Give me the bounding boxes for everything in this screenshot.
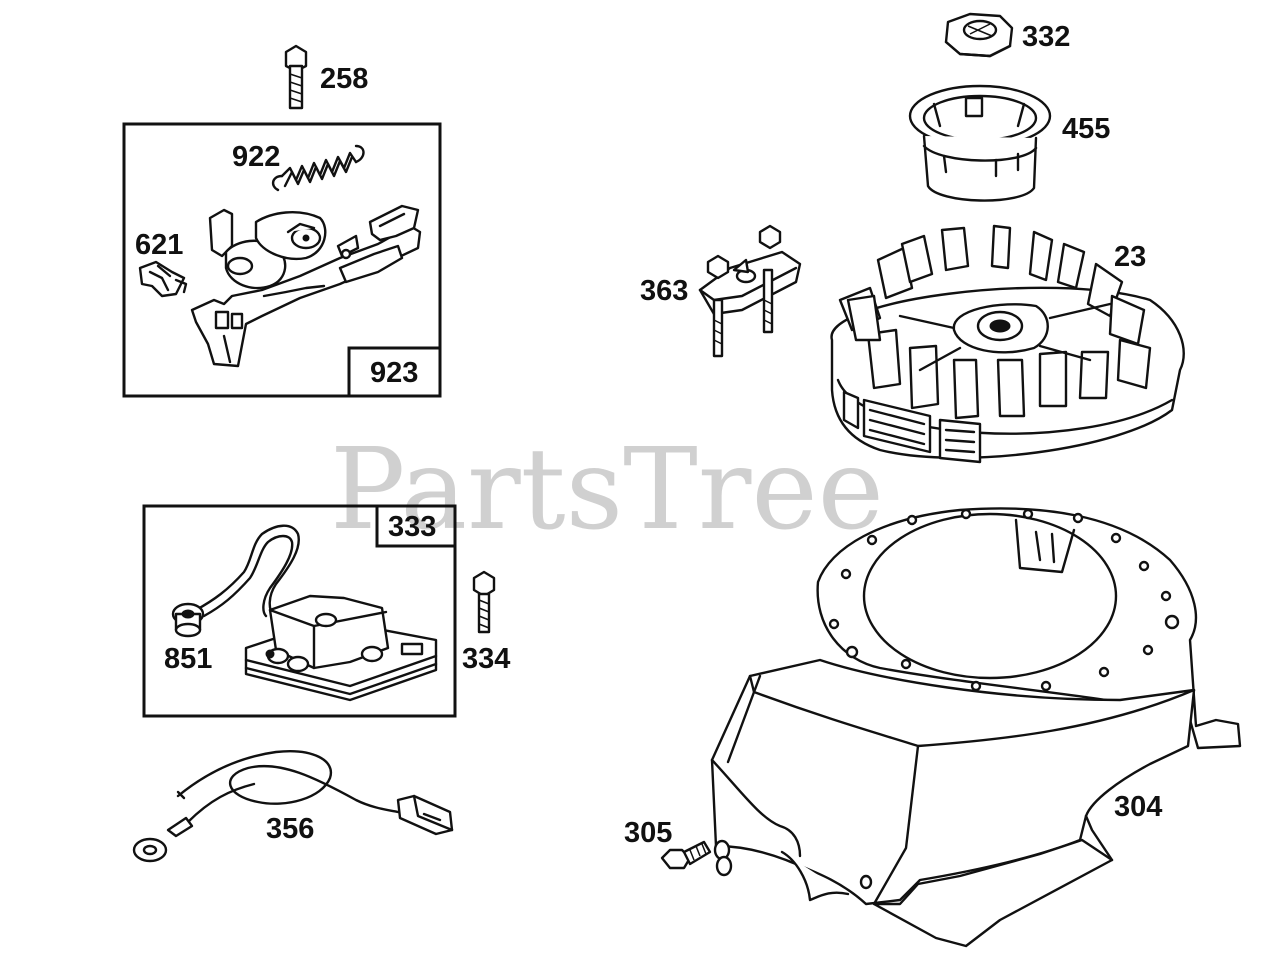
label-922: 922 [232,141,280,173]
label-304: 304 [1114,791,1162,823]
part-334-screw[interactable] [472,570,496,634]
label-356: 356 [266,813,314,845]
part-333-armature[interactable] [194,524,438,702]
flange-holes [828,508,1180,692]
part-923-bracket[interactable] [190,204,422,368]
part-23-flywheel[interactable] [830,224,1185,464]
part-258-bolt[interactable] [284,44,308,110]
label-363: 363 [640,275,688,307]
part-621-clip[interactable] [138,260,188,298]
part-305-bolt[interactable] [660,840,712,870]
part-363-bracket[interactable] [698,224,802,358]
part-455-cup[interactable] [908,84,1052,202]
part-922-spring[interactable] [271,144,365,192]
label-621: 621 [135,229,183,261]
label-923: 923 [370,357,418,389]
label-851: 851 [164,643,212,675]
part-851-grommet[interactable] [171,602,205,638]
watermark: PartsTree [330,425,884,555]
label-258: 258 [320,63,368,95]
part-923-box [122,122,442,398]
part-304-blower-housing[interactable] [710,507,1242,948]
label-305: 305 [624,817,672,849]
part-356-wire[interactable] [132,750,454,863]
label-455: 455 [1062,113,1110,145]
label-23: 23 [1114,241,1146,273]
label-332: 332 [1022,21,1070,53]
label-333: 333 [388,511,436,543]
label-334: 334 [462,643,510,675]
part-332-nut[interactable] [944,12,1014,58]
part-333-box [142,504,457,718]
